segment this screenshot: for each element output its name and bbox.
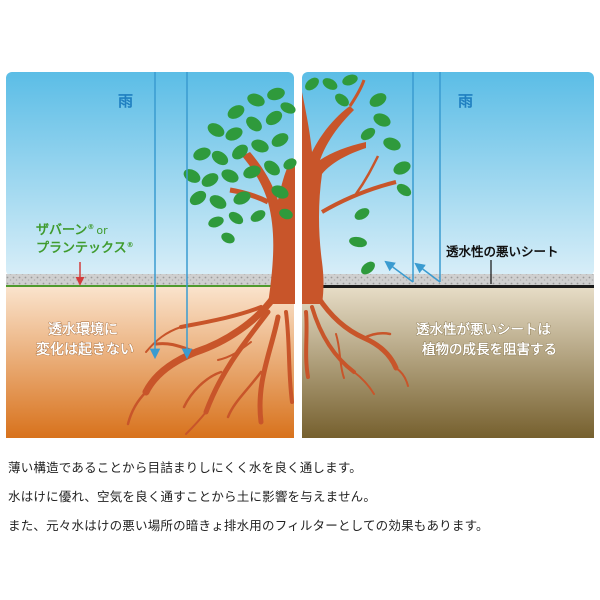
right-sheet-line [302,285,594,288]
product-label-reg-1: ® [87,223,94,231]
product-label-name-2: プランテックス [36,241,127,256]
right-rain-bounce-1 [384,260,414,283]
left-gravel-layer [6,274,294,286]
right-tree-leaves [305,74,412,275]
right-panel [302,72,594,438]
right-tree-roots [304,294,409,395]
right-rain-label: 雨 [458,92,473,110]
description-line-1: 薄い構造であることから目詰まりしにくく水を良く通します。 [8,460,362,475]
left-panel [6,72,294,438]
right-tree-branch-upper [348,79,366,107]
right-sky [302,72,594,276]
right-soil-text-line2: 植物の成長を阻害する [421,341,557,358]
svg-text:ザバーン®or: ザバーン®or [36,223,108,238]
right-tree [302,74,412,395]
right-tree-branch-right [320,180,397,214]
left-tree-roots [126,293,294,435]
left-soil-text: 透水環境に 変化は起きない [36,321,135,359]
right-rain-bounce-2 [414,262,441,283]
product-label-name-1: ザバーン [36,223,87,238]
right-tree-trunk [302,92,366,304]
right-soil [302,288,594,438]
left-sky [6,72,294,276]
product-label: ザバーン®or プランテックス® [36,223,134,256]
tree-water-comparison-illustration: 雨 雨 ザバーン®or プランテックス® 透水性の悪いシート 透水環境に 変化は… [6,72,594,438]
description-line-3: また、元々水はけの悪い場所の暗きょ排水用のフィルターとしての効果もあります。 [8,518,489,533]
right-soil-text: 透水性が悪いシートは 植物の成長を阻害する [416,321,558,359]
right-soil-text-line1: 透水性が悪いシートは [416,321,551,338]
left-rain-arrows [149,72,193,360]
right-rain-arrows [384,72,441,283]
right-gravel-layer [302,274,594,286]
left-tree-canopy [183,87,297,244]
product-label-or: or [96,224,108,237]
panel-divider [294,72,302,438]
left-soil-text-line1: 透水環境に [48,321,118,338]
description-line-2: 水はけに優れ、空気を良く通すことから土に影響を与えません。 [8,489,377,504]
product-label-reg-2: ® [127,241,134,249]
left-sheet-line [6,285,294,287]
sheet-label: 透水性の悪いシート [446,244,559,259]
left-soil-text-line2: 変化は起きない [36,341,134,358]
svg-text:プランテックス®: プランテックス® [36,241,134,256]
left-tree [126,87,297,435]
left-rain-label: 雨 [118,92,133,110]
right-tree-branch-mid [354,155,380,195]
